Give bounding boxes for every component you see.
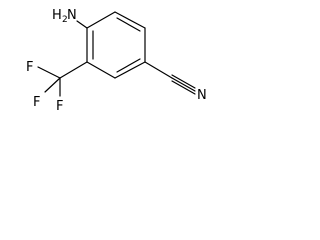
- benzene-ring: [86, 11, 146, 79]
- trifluoromethyl-group: [37, 61, 88, 97]
- structure-canvas: H 2 N F F F N: [0, 0, 222, 131]
- nitrile-triple-bond-1: [171, 74, 196, 89]
- fluorine-label-1: F: [26, 60, 33, 75]
- nitrile-triple-bond-2: [171, 77, 196, 92]
- cf-bond-1: [37, 66, 61, 79]
- ring-bond-c1-c2: [86, 11, 116, 29]
- amino-h-count: 2: [62, 15, 68, 25]
- amino-n-label: N: [67, 8, 77, 23]
- nitrile-single-bond: [144, 61, 173, 79]
- nitrile-triple-bond-3: [171, 80, 196, 95]
- ring-bond-c2-c3: [114, 11, 146, 29]
- ring-double-bond-bottom-right: [116, 58, 141, 73]
- cf3-bond: [59, 61, 88, 79]
- nitrile-n-label: N: [197, 88, 207, 103]
- fluorine-label-2: F: [33, 95, 40, 110]
- amino-h-label: H: [52, 8, 62, 23]
- amino-bond: [76, 20, 88, 29]
- ring-bond-c4-c5: [114, 61, 146, 79]
- cf-bond-2: [44, 77, 61, 93]
- fluorine-label-3: F: [56, 99, 63, 114]
- ring-double-bond-top: [116, 17, 141, 32]
- molecule-diagram: H 2 N F F F N: [26, 8, 207, 114]
- nitrile-group: [144, 61, 196, 95]
- amino-label: H 2 N: [52, 8, 77, 25]
- ring-bond-c5-c6: [86, 61, 116, 79]
